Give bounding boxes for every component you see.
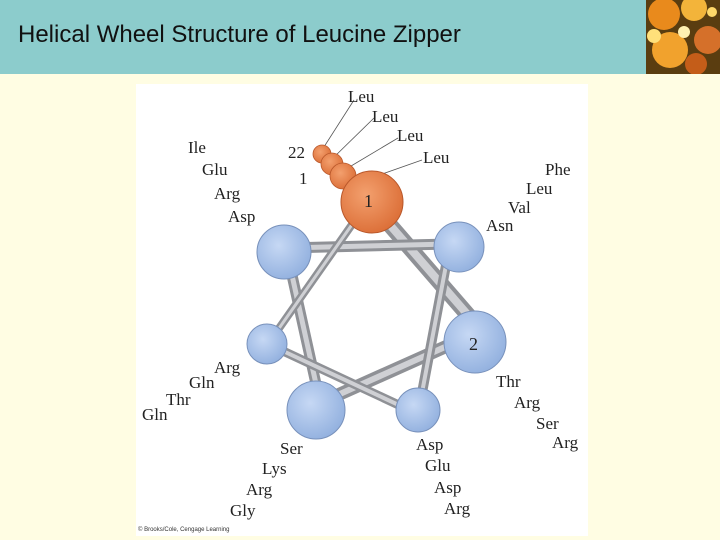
leu-label-3: Leu — [397, 126, 424, 145]
bottom-right-residue-1: Asp — [416, 435, 444, 454]
bottom-left-residue-4: Gly — [230, 501, 256, 520]
right-residue-4: Arg — [552, 433, 579, 452]
title-bar: Helical Wheel Structure of Leucine Zippe… — [0, 0, 720, 74]
top-right-residue-3: Val — [508, 198, 531, 217]
position-22-label: 22 — [288, 143, 305, 162]
top-left-residue-1: Ile — [188, 138, 206, 157]
position-2-label: 2 — [469, 334, 478, 354]
leucine-node-1 — [340, 170, 404, 234]
node-top-left — [256, 224, 312, 280]
node-left — [246, 323, 288, 365]
helical-wheel-figure: 1 2 22 1 Leu Leu Leu Leu Ile Glu Arg Asp… — [136, 84, 588, 536]
top-left-residue-4: Asp — [228, 207, 256, 226]
node-top-right — [433, 221, 485, 273]
top-right-residue-2: Leu — [526, 179, 553, 198]
left-residue-2: Gln — [189, 373, 215, 392]
right-residue-3: Ser — [536, 414, 559, 433]
bottom-right-residue-3: Asp — [434, 478, 462, 497]
position-1-label: 1 — [364, 191, 373, 211]
leu-label-1: Leu — [348, 87, 375, 106]
bottom-left-residue-3: Arg — [246, 480, 273, 499]
bottom-left-residue-2: Lys — [262, 459, 287, 478]
slide-title: Helical Wheel Structure of Leucine Zippe… — [18, 21, 461, 48]
left-residue-3: Thr — [166, 390, 191, 409]
node-bottom-right — [395, 387, 441, 433]
decorative-photo — [646, 0, 720, 74]
helical-wheel-drawing — [246, 99, 507, 440]
top-right-residue-4: Asn — [486, 216, 514, 235]
copyright-credit: © Brooks/Cole, Cengage Learning — [138, 527, 230, 533]
position-1-small-label: 1 — [299, 169, 308, 188]
left-residue-1: Arg — [214, 358, 241, 377]
top-left-residue-3: Arg — [214, 184, 241, 203]
right-residue-1: Thr — [496, 372, 521, 391]
bottom-right-residue-4: Arg — [444, 499, 471, 518]
top-right-residue-1: Phe — [545, 160, 571, 179]
node-right-2 — [443, 310, 507, 374]
bottom-right-residue-2: Glu — [425, 456, 451, 475]
top-left-residue-2: Glu — [202, 160, 228, 179]
right-residue-2: Arg — [514, 393, 541, 412]
node-bottom-left — [286, 380, 346, 440]
leu-label-2: Leu — [372, 107, 399, 126]
leu-label-4: Leu — [423, 148, 450, 167]
bottom-left-residue-1: Ser — [280, 439, 303, 458]
left-residue-4: Gln — [142, 405, 168, 424]
